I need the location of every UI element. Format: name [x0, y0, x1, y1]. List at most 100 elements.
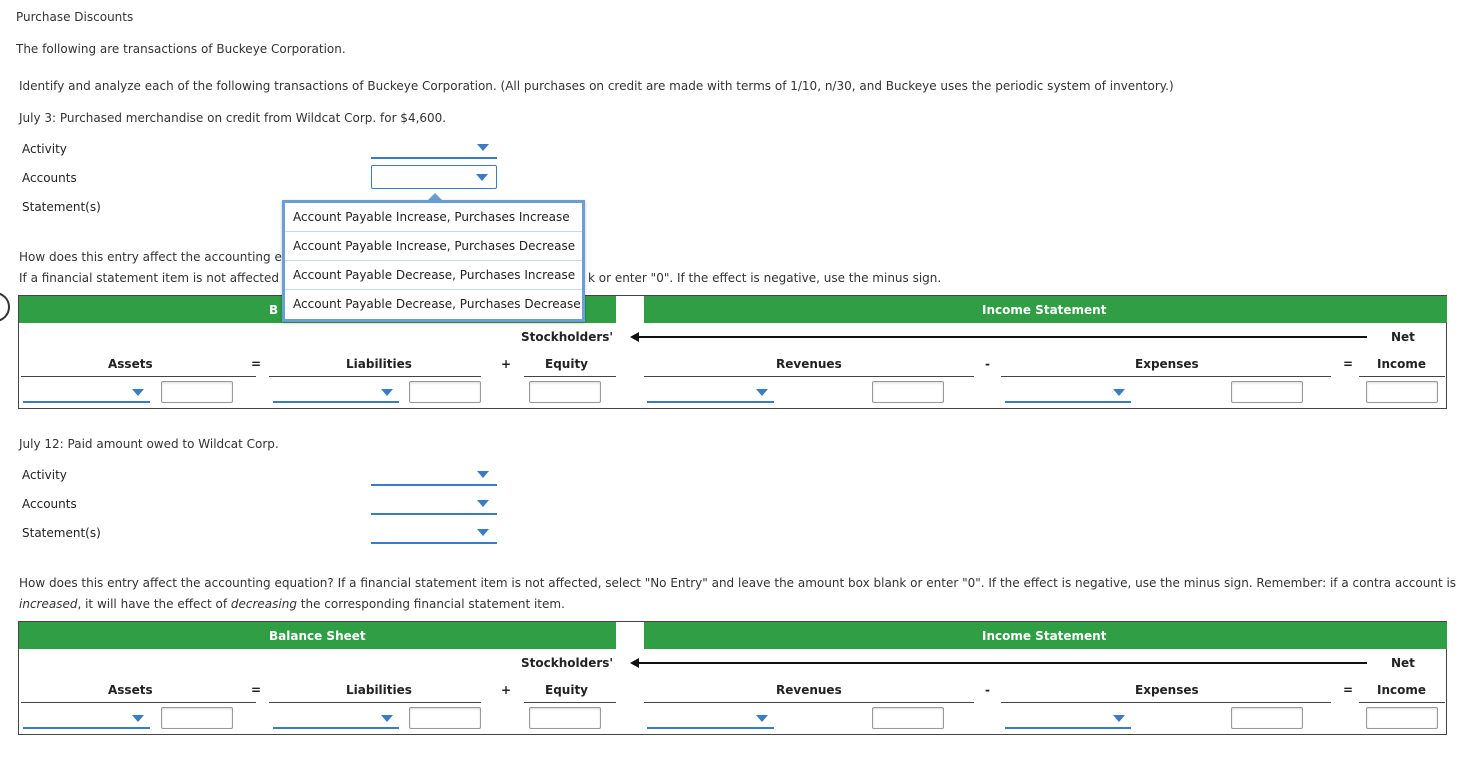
txn2-statements-label: Statement(s)	[22, 526, 101, 540]
txn1-activity-dropdown[interactable]	[371, 137, 497, 159]
plus-sign: +	[501, 683, 512, 697]
header-underline	[1001, 376, 1331, 377]
liabilities-dropdown[interactable]	[273, 381, 399, 403]
equals-sign-2: =	[1343, 357, 1354, 371]
txn2-statements-dropdown[interactable]	[371, 522, 497, 544]
txn1-accounts-label: Accounts	[22, 171, 77, 185]
txn1-question-line1: How does this entry affect the accountin…	[19, 250, 282, 264]
liabilities-label: Liabilities	[346, 357, 412, 371]
income-statement-header: Income Statement	[644, 296, 1447, 323]
txn1-question-line2-end: k or enter "0". If the effect is negativ…	[588, 271, 942, 285]
q2-text-b: , it will have the effect of	[77, 597, 231, 611]
income-label: Income	[1377, 683, 1427, 697]
equity-amount-input[interactable]	[529, 381, 601, 403]
expenses-amount-input[interactable]	[1231, 707, 1303, 729]
txn1-activity-label: Activity	[22, 142, 67, 156]
income-statement-label: Income Statement	[982, 629, 1107, 643]
chevron-down-icon	[477, 471, 489, 478]
txn2-activity-label: Activity	[22, 468, 67, 482]
equals-sign: =	[251, 683, 262, 697]
liabilities-amount-input[interactable]	[409, 707, 481, 729]
header-underline	[524, 376, 616, 377]
chevron-down-icon	[476, 174, 488, 181]
header-underline	[1001, 702, 1331, 703]
equity-amount-input[interactable]	[529, 707, 601, 729]
chevron-down-icon	[756, 389, 768, 396]
expenses-label: Expenses	[1135, 683, 1199, 697]
arrow-line	[637, 336, 1367, 338]
txn2-heading: July 12: Paid amount owed to Wildcat Cor…	[19, 437, 279, 451]
emphasis-decreasing: decreasing	[230, 597, 297, 611]
equity-label: Equity	[545, 683, 589, 697]
net-income-amount-input[interactable]	[1366, 707, 1438, 729]
menu-option-1[interactable]: Account Payable Increase, Purchases Incr…	[285, 203, 582, 232]
net-label: Net	[1391, 656, 1415, 670]
header-underline	[269, 376, 481, 377]
equals-sign-2: =	[1343, 683, 1354, 697]
revenues-amount-input[interactable]	[872, 381, 944, 403]
assets-dropdown[interactable]	[23, 381, 150, 403]
balance-sheet-header: Balance Sheet	[19, 622, 616, 649]
assets-amount-input[interactable]	[161, 707, 233, 729]
partial-circle-icon	[0, 292, 10, 322]
header-underline	[21, 376, 256, 377]
revenues-amount-input[interactable]	[872, 707, 944, 729]
chevron-down-icon	[756, 715, 768, 722]
expenses-amount-input[interactable]	[1231, 381, 1303, 403]
arrow-left-icon	[630, 658, 639, 668]
liabilities-amount-input[interactable]	[409, 381, 481, 403]
expenses-label: Expenses	[1135, 357, 1199, 371]
revenues-label: Revenues	[776, 357, 842, 371]
header-underline	[1359, 376, 1445, 377]
income-statement-header: Income Statement	[644, 622, 1447, 649]
chevron-down-icon	[132, 715, 144, 722]
chevron-down-icon	[381, 715, 393, 722]
assets-label: Assets	[108, 357, 153, 371]
menu-caret	[428, 193, 442, 200]
chevron-down-icon	[132, 389, 144, 396]
arrow-line	[637, 662, 1367, 664]
header-underline	[1359, 702, 1445, 703]
txn1-statements-label: Statement(s)	[22, 200, 101, 214]
header-underline	[524, 702, 616, 703]
expenses-dropdown[interactable]	[1005, 381, 1131, 403]
revenues-dropdown[interactable]	[647, 381, 774, 403]
txn1-accounts-dropdown[interactable]	[371, 165, 497, 189]
expenses-dropdown[interactable]	[1005, 707, 1131, 729]
stockholders-label: Stockholders'	[521, 330, 614, 344]
header-underline	[644, 702, 974, 703]
q2-text-d: the corresponding financial statement it…	[296, 597, 565, 611]
assets-amount-input[interactable]	[161, 381, 233, 403]
chevron-down-icon	[1113, 389, 1125, 396]
menu-option-2[interactable]: Account Payable Increase, Purchases Decr…	[285, 232, 582, 261]
instructions-text: Identify and analyze each of the followi…	[19, 79, 1174, 93]
header-underline	[21, 702, 256, 703]
txn2-accounts-label: Accounts	[22, 497, 77, 511]
net-income-amount-input[interactable]	[1366, 381, 1438, 403]
chevron-down-icon	[381, 389, 393, 396]
txn2-accounts-dropdown[interactable]	[371, 493, 497, 515]
page-title: Purchase Discounts	[16, 10, 134, 24]
txn2-question-line1: How does this entry affect the accountin…	[19, 576, 1457, 590]
liabilities-label: Liabilities	[346, 683, 412, 697]
assets-label: Assets	[108, 683, 153, 697]
menu-option-4[interactable]: Account Payable Decrease, Purchases Decr…	[293, 297, 581, 311]
stockholders-label: Stockholders'	[521, 656, 614, 670]
accounts-dropdown-menu: Account Payable Increase, Purchases Incr…	[282, 200, 585, 322]
revenues-dropdown[interactable]	[647, 707, 774, 729]
chevron-down-icon	[477, 144, 489, 151]
header-underline	[269, 702, 481, 703]
balance-sheet-label: B	[269, 303, 279, 317]
plus-sign: +	[501, 357, 512, 371]
txn1-question-line2-start: If a financial statement item is not aff…	[19, 271, 279, 285]
menu-option-3[interactable]: Account Payable Decrease, Purchases Incr…	[285, 261, 582, 290]
txn2-equation-table: Balance Sheet Income Statement Stockhold…	[18, 621, 1447, 735]
income-statement-label: Income Statement	[982, 303, 1107, 317]
chevron-down-icon	[477, 529, 489, 536]
liabilities-dropdown[interactable]	[273, 707, 399, 729]
txn2-activity-dropdown[interactable]	[371, 464, 497, 486]
txn2-question-line2: increased, it will have the effect of de…	[19, 597, 565, 611]
chevron-down-icon	[1113, 715, 1125, 722]
revenues-label: Revenues	[776, 683, 842, 697]
assets-dropdown[interactable]	[23, 707, 150, 729]
